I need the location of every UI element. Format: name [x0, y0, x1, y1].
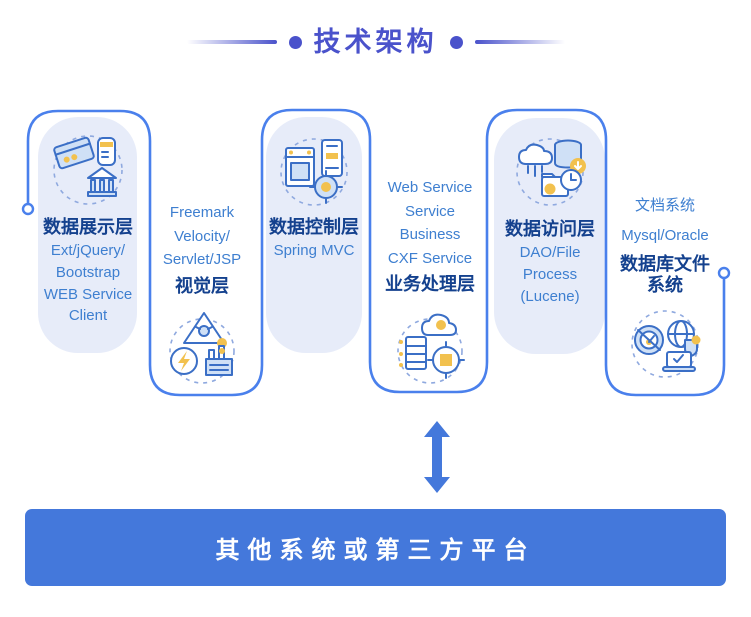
- path-end-ring-right: [717, 266, 731, 280]
- column-database-file-system: 文档系统 Mysql/Oracle 数据库文件系统: [607, 191, 723, 382]
- layer-heading: 视觉层: [175, 275, 229, 296]
- appliance-phone-gear-icon: [272, 126, 356, 210]
- path-end-ring-left: [21, 202, 35, 216]
- layer-heading: 数据控制层: [269, 217, 359, 237]
- warning-lightning-factory-icon: [160, 303, 244, 387]
- layer-heading: 数据展示层: [43, 217, 133, 237]
- layer-tech-list: Ext/jQuery/ Bootstrap WEB Service Client: [43, 242, 133, 325]
- layer-heading: 业务处理层: [385, 274, 475, 294]
- cloud-database-folder-clock-icon: [508, 128, 592, 212]
- layer-tech-list: DAO/File Process (Lucene): [519, 244, 581, 305]
- column-data-control-layer: 数据控制层 Spring MVC: [262, 126, 366, 262]
- layer-tech-list: Spring MVC: [273, 242, 355, 259]
- layer-heading: 数据访问层: [505, 219, 595, 239]
- bank-cards-binary-icon: [46, 126, 130, 210]
- title-decoration-dot-right: [449, 35, 463, 49]
- external-systems-label: 其他系统或第三方平台: [215, 537, 536, 564]
- column-data-presentation-layer: 数据展示层 Ext/jQuery/ Bootstrap WEB Service …: [33, 126, 143, 327]
- title-decoration-dot-left: [288, 35, 302, 49]
- layer-tech-list: 文档系统 Mysql/Oracle: [621, 197, 709, 244]
- cloud-server-circuit-icon: [388, 301, 472, 385]
- layer-heading: 数据库文件系统: [620, 254, 710, 295]
- title-decoration-line-right: [474, 40, 565, 44]
- layer-tech-list: Freemark Velocity/ Servlet/JSP: [162, 204, 242, 268]
- connector-outline-path: [26, 108, 726, 397]
- column-data-access-layer: 数据访问层 DAO/File Process (Lucene): [494, 128, 606, 307]
- title-decoration-line-left: [186, 40, 277, 44]
- column-visual-layer: Freemark Velocity/ Servlet/JSP 视觉层: [146, 201, 258, 387]
- external-systems-bar: 其他系统或第三方平台: [25, 509, 726, 586]
- page-header: 技术架构: [0, 26, 751, 58]
- double-arrow-icon: [424, 421, 450, 493]
- column-business-process-layer: Web Service Service Business CXF Service…: [374, 176, 486, 385]
- gauge-globe-laptop-icon: [623, 298, 707, 382]
- layer-tech-list: Web Service Service Business CXF Service: [387, 179, 473, 267]
- page-title: 技术架构: [313, 27, 438, 57]
